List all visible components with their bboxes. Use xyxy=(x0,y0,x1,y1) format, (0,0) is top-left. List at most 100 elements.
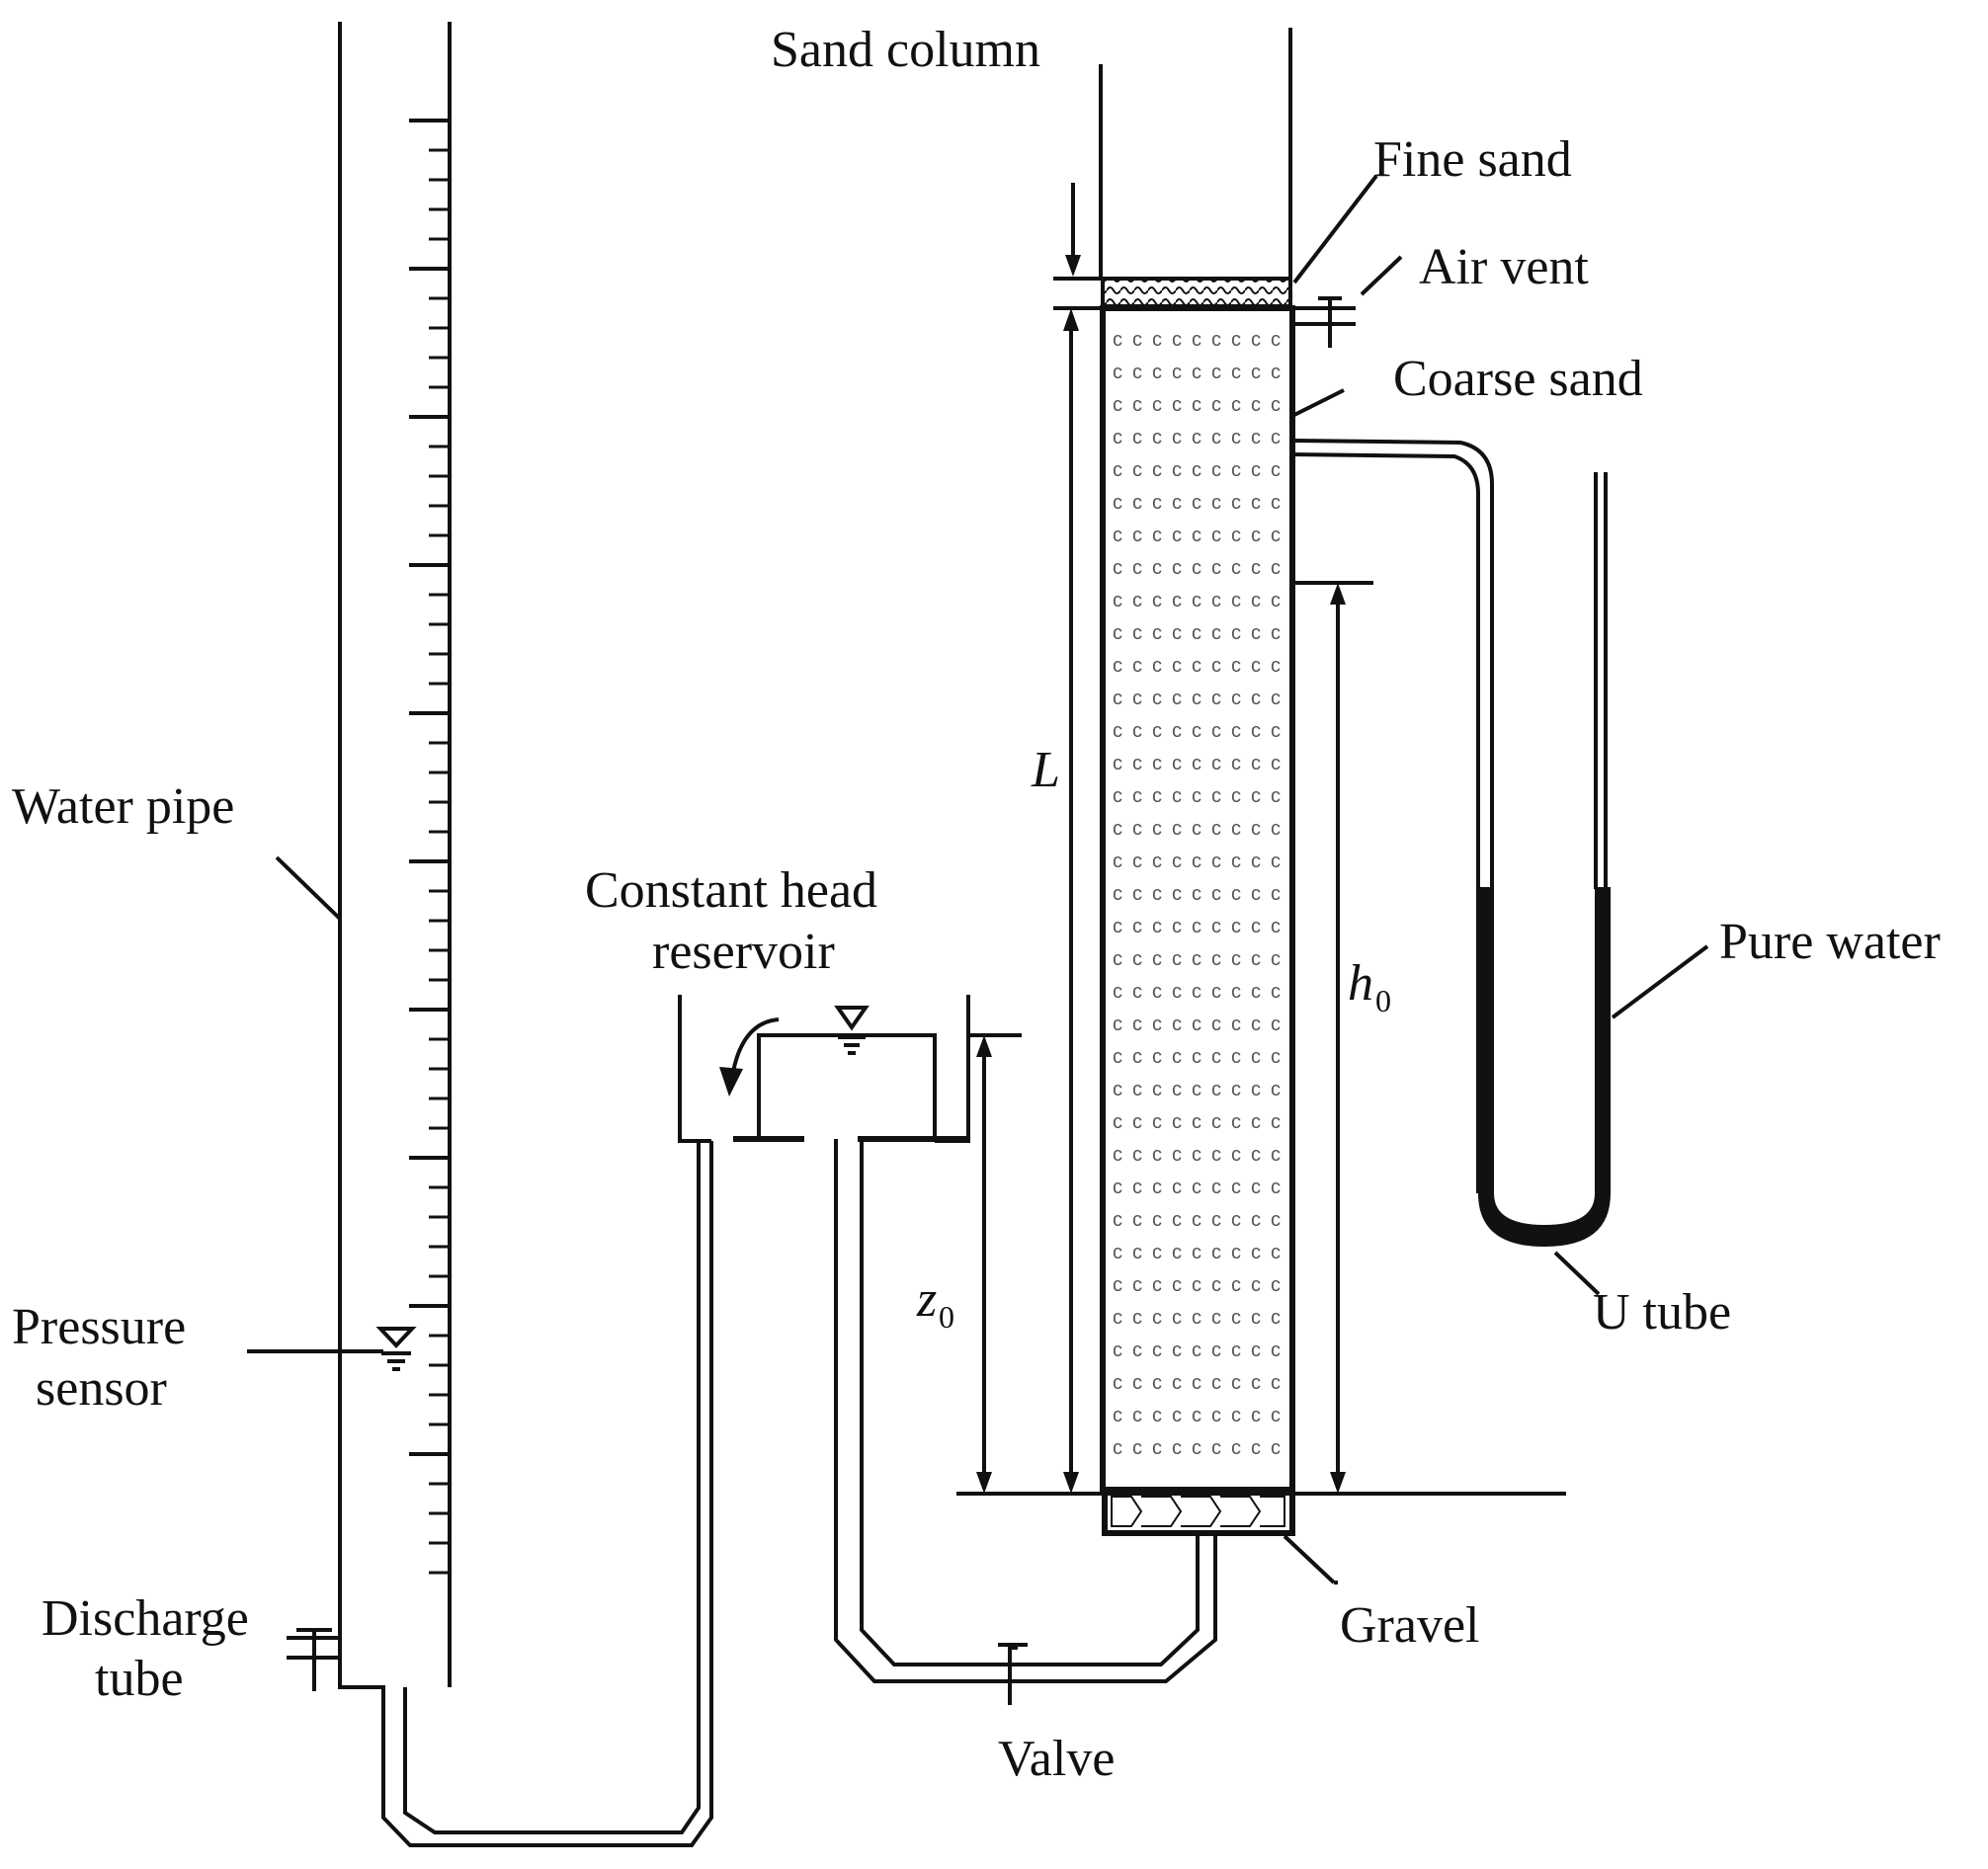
sand-grain-mark: c xyxy=(1192,525,1201,546)
sand-grain-mark: c xyxy=(1132,1242,1142,1263)
sand-grain-mark: c xyxy=(1271,622,1281,644)
sand-grain-mark: c xyxy=(1132,1046,1142,1068)
sand-grain-mark: c xyxy=(1113,557,1122,579)
sand-grain-mark: c xyxy=(1211,948,1221,970)
leader-lines xyxy=(247,174,1709,1585)
sand-grain-mark: c xyxy=(1192,720,1201,742)
sand-grain-mark: c xyxy=(1251,753,1261,774)
sand-grain-mark: c xyxy=(1113,525,1122,546)
sand-grain-mark: c xyxy=(1132,1340,1142,1361)
sand-grain-mark: c xyxy=(1231,688,1241,709)
sand-grain-mark: c xyxy=(1132,459,1142,481)
sand-grain-mark: c xyxy=(1271,1405,1281,1426)
sand-grain-mark: c xyxy=(1211,329,1221,351)
sand-grain-mark: c xyxy=(1251,1307,1261,1329)
sand-grain-mark: c xyxy=(1192,1046,1201,1068)
sand-grain-mark: c xyxy=(1231,883,1241,905)
sand-grain-mark: c xyxy=(1231,1209,1241,1231)
sand-grain-mark: c xyxy=(1132,1209,1142,1231)
sand-grain-mark: c xyxy=(1251,492,1261,514)
L-dimension xyxy=(1063,308,1079,1494)
h0-dimension xyxy=(1292,581,1373,1494)
sand-grain-mark: c xyxy=(1113,1079,1122,1100)
sand-grain-mark: c xyxy=(1192,1340,1201,1361)
sand-grain-mark: c xyxy=(1251,883,1261,905)
sand-grain-mark: c xyxy=(1192,785,1201,807)
sand-grain-mark: c xyxy=(1192,1437,1201,1459)
sand-grain-mark: c xyxy=(1132,688,1142,709)
sand-grain-mark: c xyxy=(1192,1014,1201,1035)
sand-grain-mark: c xyxy=(1113,655,1122,677)
sand-grain-mark: c xyxy=(1113,883,1122,905)
sand-grain-mark: c xyxy=(1271,525,1281,546)
sand-grain-mark: c xyxy=(1271,1046,1281,1068)
label-discharge-1: Discharge xyxy=(41,1590,249,1647)
sand-grain-mark: c xyxy=(1211,1111,1221,1133)
sand-grain-mark: c xyxy=(1152,1274,1162,1296)
sand-grain-mark: c xyxy=(1251,720,1261,742)
sand-grain-mark: c xyxy=(1113,981,1122,1003)
sand-grain-mark: c xyxy=(1271,655,1281,677)
sand-grain-mark: c xyxy=(1231,590,1241,611)
sand-grain-mark: c xyxy=(1251,1209,1261,1231)
sand-grain-mark: c xyxy=(1113,818,1122,840)
sand-grain-mark: c xyxy=(1132,1177,1142,1198)
label-pressure-2: sensor xyxy=(36,1360,167,1417)
sand-grain-mark: c xyxy=(1113,329,1122,351)
sand-grain-mark: c xyxy=(1132,1372,1142,1394)
sand-grain-mark: c xyxy=(1251,1079,1261,1100)
sand-grain-mark: c xyxy=(1152,394,1162,416)
sand-grain-mark: c xyxy=(1152,525,1162,546)
sand-grain-mark: c xyxy=(1251,948,1261,970)
sand-grain-mark: c xyxy=(1211,785,1221,807)
variable-L: L xyxy=(1031,742,1060,798)
sand-grain-mark: c xyxy=(1231,851,1241,872)
sand-grain-mark: c xyxy=(1192,492,1201,514)
label-constant-head-2: reservoir xyxy=(652,924,835,980)
sand-grain-mark: c xyxy=(1192,1209,1201,1231)
sand-grain-mark: c xyxy=(1271,1372,1281,1394)
discharge-tube-valve xyxy=(287,1628,340,1691)
sand-grain-mark: c xyxy=(1251,1242,1261,1263)
label-air-vent: Air vent xyxy=(1419,239,1589,295)
sand-grain-mark: c xyxy=(1152,818,1162,840)
sand-grain-mark: c xyxy=(1172,753,1182,774)
sand-grain-mark: c xyxy=(1152,1046,1162,1068)
sand-grain-mark: c xyxy=(1211,362,1221,383)
sand-grain-mark: c xyxy=(1192,622,1201,644)
sand-grain-mark: c xyxy=(1271,1307,1281,1329)
sand-grain-mark: c xyxy=(1113,785,1122,807)
sand-grain-mark: c xyxy=(1172,557,1182,579)
sand-grain-mark: c xyxy=(1152,1209,1162,1231)
sand-grain-mark: c xyxy=(1231,1046,1241,1068)
sand-grain-mark: c xyxy=(1271,557,1281,579)
sand-grain-mark: c xyxy=(1192,1405,1201,1426)
sand-grain-mark: c xyxy=(1271,785,1281,807)
sand-grain-mark: c xyxy=(1132,1144,1142,1166)
sand-grain-mark: c xyxy=(1271,394,1281,416)
sand-grain-mark: c xyxy=(1113,753,1122,774)
constant-head-reservoir xyxy=(678,995,970,1143)
sand-grain-mark: c xyxy=(1211,818,1221,840)
variable-h: h xyxy=(1348,955,1373,1012)
sand-grain-mark: c xyxy=(1172,459,1182,481)
sand-grain-mark: c xyxy=(1172,785,1182,807)
sand-grain-mark: c xyxy=(1132,1405,1142,1426)
sand-grain-mark: c xyxy=(1231,1340,1241,1361)
sand-grain-mark: c xyxy=(1192,1242,1201,1263)
sand-grain-mark: c xyxy=(1172,427,1182,448)
sand-grain-mark: c xyxy=(1211,492,1221,514)
sand-grain-mark: c xyxy=(1231,1242,1241,1263)
supply-tube xyxy=(834,1139,1217,1705)
sand-grain-mark: c xyxy=(1132,1079,1142,1100)
sand-grain-mark: c xyxy=(1271,720,1281,742)
sand-grain-mark: c xyxy=(1113,622,1122,644)
sand-grain-mark: c xyxy=(1271,981,1281,1003)
sand-grain-mark: c xyxy=(1271,459,1281,481)
sand-grain-mark: c xyxy=(1172,818,1182,840)
sand-grain-mark: c xyxy=(1113,427,1122,448)
sand-grain-mark: c xyxy=(1172,1111,1182,1133)
sand-grain-mark: c xyxy=(1113,1307,1122,1329)
sand-grain-mark: c xyxy=(1231,1079,1241,1100)
